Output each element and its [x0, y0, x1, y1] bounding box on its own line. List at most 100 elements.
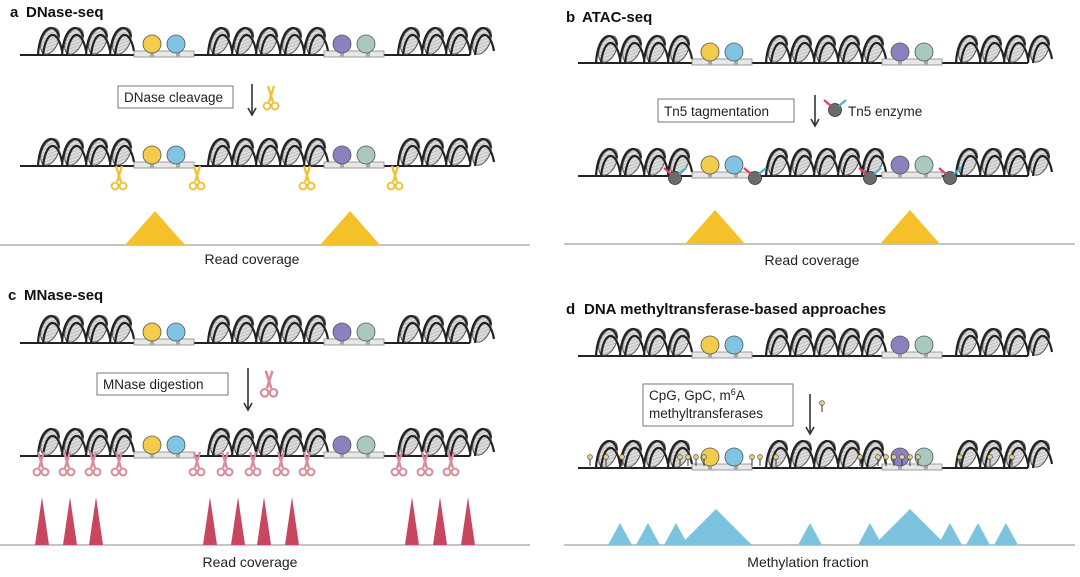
tn5-body: [668, 171, 682, 185]
nucleosome: [666, 35, 694, 64]
methyl-head: [619, 454, 625, 460]
methyl-head: [685, 454, 691, 460]
coverage-peak: [433, 497, 447, 545]
tn5-transposase-icon: [823, 99, 847, 117]
tn5-body: [748, 171, 762, 185]
dna-wrap: [817, 41, 840, 64]
dna-wrap: [65, 434, 88, 457]
transcription-factor-pair: [691, 447, 753, 471]
scissors-handle: [84, 467, 94, 477]
binding-site-mark: [924, 59, 928, 65]
dna-wrap: [959, 334, 982, 357]
scissors-blade: [303, 451, 312, 469]
coverage-peak: [285, 497, 299, 545]
coverage-peak: [257, 497, 271, 545]
scissors-handle: [386, 181, 396, 191]
nucleosome: [642, 148, 670, 177]
scissors-handle: [424, 467, 434, 477]
coverage-peak: [203, 497, 217, 545]
nucleosome: [954, 440, 982, 469]
methyl-mark-icon: [891, 454, 897, 466]
nucleosome: [1026, 35, 1054, 64]
nucleosome: [444, 27, 472, 56]
dna-wrap: [449, 33, 472, 56]
transcription-factor: [356, 145, 376, 165]
dna-wrap: [793, 334, 816, 357]
dna-wrap: [841, 41, 864, 64]
binding-site-mark: [734, 59, 738, 65]
nucleosome: [954, 148, 982, 177]
methyl-mark-icon: [907, 454, 913, 466]
transcription-factor: [700, 155, 720, 175]
binding-site-mark: [734, 464, 738, 470]
scissors-icon: [244, 451, 262, 477]
dna-wrap: [235, 434, 258, 457]
nucleosome: [254, 315, 282, 344]
dna-wrap: [259, 321, 282, 344]
dna-wrap: [1026, 440, 1051, 469]
scissors-handle: [442, 467, 452, 477]
dna-wrap: [788, 440, 813, 469]
methyl-head: [899, 454, 905, 460]
dna-wrap: [769, 154, 792, 177]
nucleosome: [254, 428, 282, 457]
panel-a-chromatin-before: [20, 27, 496, 58]
dna-wrap: [108, 428, 133, 457]
panel-c-chromatin-before: [20, 315, 496, 346]
nucleosome: [954, 35, 982, 64]
nucleosome: [618, 440, 646, 469]
nucleosome: [278, 428, 306, 457]
binding-site: [323, 451, 385, 459]
coverage-peak: [798, 523, 822, 545]
transcription-factor-pair: [881, 447, 943, 471]
nucleosome: [764, 148, 792, 177]
panel-d-step-label-part2: A: [736, 388, 745, 403]
dna-wrap: [623, 334, 646, 357]
dna-wrap: [623, 446, 646, 469]
dna-wrap: [954, 328, 979, 357]
transcription-factor: [914, 42, 934, 62]
binding-site-mark: [708, 59, 712, 65]
scissors-handle: [268, 387, 279, 398]
coverage-peak: [35, 497, 49, 545]
dna-wrap: [401, 144, 424, 167]
methyl-mark-icon: [619, 454, 625, 466]
panel-b-readout-label: Read coverage: [765, 252, 860, 268]
dna-wrap: [618, 328, 643, 357]
tn5-adapter: [938, 167, 947, 175]
scissors-blade: [63, 451, 72, 469]
dna-wrap: [642, 440, 667, 469]
binding-site: [323, 161, 385, 169]
dna-wrap: [860, 328, 885, 357]
transcription-factor-pair: [323, 34, 385, 58]
dna-wrap: [764, 148, 789, 177]
dna-wrap: [769, 446, 792, 469]
binding-site: [133, 161, 195, 169]
scissors-handle: [92, 467, 102, 477]
panel-b-read-coverage-track: [564, 210, 1075, 245]
dna-wrap: [1002, 440, 1027, 469]
scissors-handle: [398, 467, 408, 477]
scissors-handle: [58, 467, 68, 477]
nucleosome: [468, 27, 496, 56]
nucleosome: [618, 35, 646, 64]
scissors-icon: [272, 451, 290, 477]
dna-wrap: [36, 428, 61, 457]
coverage-peak: [680, 509, 752, 545]
binding-site-mark: [150, 162, 154, 168]
nucleosome: [642, 328, 670, 357]
panel-c-chromatin-after: [20, 428, 496, 477]
dna-wrap: [89, 33, 112, 56]
methyl-mark-icon: [899, 454, 905, 466]
dna-wrap: [60, 138, 85, 167]
panel-d: d DNA methyltransferase-based approaches…: [564, 301, 1075, 570]
dna-wrap: [1026, 35, 1051, 64]
methyl-mark-icon: [757, 454, 763, 466]
dna-wrap: [599, 154, 622, 177]
transcription-factor: [914, 335, 934, 355]
scissors-blade: [277, 451, 286, 469]
nucleosome: [302, 428, 330, 457]
transcription-factor: [142, 34, 162, 54]
scissors-handle: [298, 467, 308, 477]
dna-wrap: [41, 321, 64, 344]
